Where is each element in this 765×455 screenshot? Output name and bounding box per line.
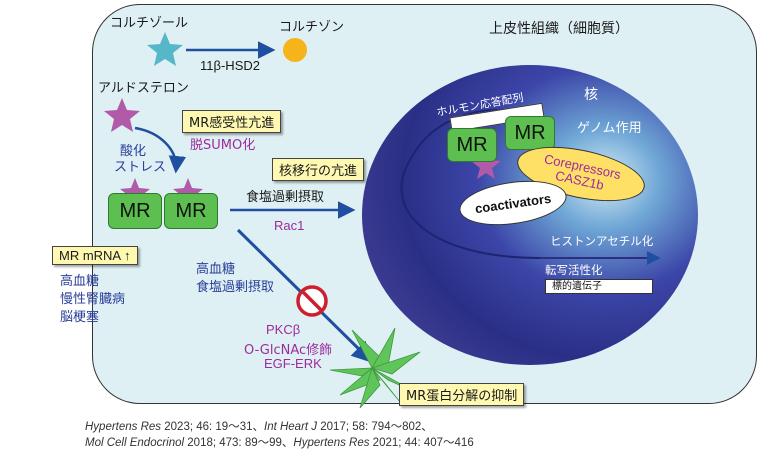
bound-aldosterone-star-icon (471, 150, 501, 179)
transcription-activation-label: 転写活性化 (545, 263, 603, 277)
degradation-suppression-label: MR蛋白分解の抑制 (399, 383, 525, 406)
bound-aldosterone-star-icon (173, 178, 203, 207)
pathway-label: O-GlcNAc修飾 (244, 343, 333, 358)
inhibition-icon (296, 285, 328, 317)
reference-detail: 2017; 58: 794〜802、 (317, 421, 433, 433)
cytoplasm-title: 上皮性組織（細胞質） (489, 21, 629, 37)
reference-detail: 2023; 46: 19〜31、 (161, 421, 264, 433)
aldosterone-binding-arrow (134, 126, 187, 174)
mr-receptor: MR (108, 193, 162, 229)
degradation-factor: 高血糖 (196, 262, 236, 277)
enzyme-label: 11β-HSD2 (200, 58, 260, 73)
reference-detail: 2018; 473: 89〜99、 (184, 437, 294, 449)
cortisone-label: コルチゾン (279, 20, 345, 35)
mrna-factor: 慢性腎臓病 (60, 292, 126, 307)
pathway-label: PKCβ (266, 322, 301, 337)
coactivator-label: coactivators (474, 190, 552, 216)
cortisone-circle-icon (283, 38, 307, 62)
rac1-label: Rac1 (274, 218, 305, 233)
reference-journal: Hypertens Res (293, 437, 370, 449)
mr-receptor: MR (164, 193, 218, 229)
salt-intake-label: 食塩過剰摂取 (246, 190, 325, 205)
mrna-factor: 脳梗塞 (60, 310, 100, 325)
nuclear-translocation-label: 核移行の亢進 (272, 158, 365, 181)
desumoylation-label: 脱SUMO化 (190, 138, 256, 153)
mr-receptor: MR (505, 116, 555, 150)
aldosterone-label: アルドステロン (98, 81, 189, 96)
nucleus-title: 核 (584, 87, 598, 103)
reference-line: Hypertens Res 2023; 46: 19〜31、Int Heart … (85, 418, 433, 434)
mr-receptor: MR (447, 128, 497, 162)
genome-action-label: ゲノム作用 (577, 121, 642, 136)
reference-journal: Hypertens Res (85, 421, 162, 433)
reference-journal: Int Heart J (264, 421, 318, 433)
pathway-label: EGF-ERK (264, 356, 322, 371)
mr-sensitivity-label: MR感受性亢進 (182, 110, 282, 133)
reference-detail: 2021; 44: 407〜416 (369, 437, 474, 449)
degradation-factor: 食塩過剰摂取 (196, 280, 275, 295)
cortisol-label: コルチゾール (110, 16, 189, 31)
reference-journal: Mol Cell Endocrinol (85, 437, 185, 449)
oxidative-label-2: ストレス (114, 160, 167, 175)
target-gene-label: 標的遺伝子 (545, 279, 653, 294)
bound-aldosterone-star-icon (120, 178, 150, 207)
aldosterone-star-icon (104, 98, 140, 132)
cortisol-star-icon (147, 32, 183, 66)
oxidative-label-1: 酸化 (120, 144, 147, 159)
histone-acetylation-label: ヒストンアセチル化 (550, 234, 654, 248)
reference-line: Mol Cell Endocrinol 2018; 473: 89〜99、Hyp… (85, 434, 474, 450)
mr-mrna-label: MR mRNA ↑ (52, 246, 138, 265)
mrna-factor: 高血糖 (60, 274, 100, 289)
